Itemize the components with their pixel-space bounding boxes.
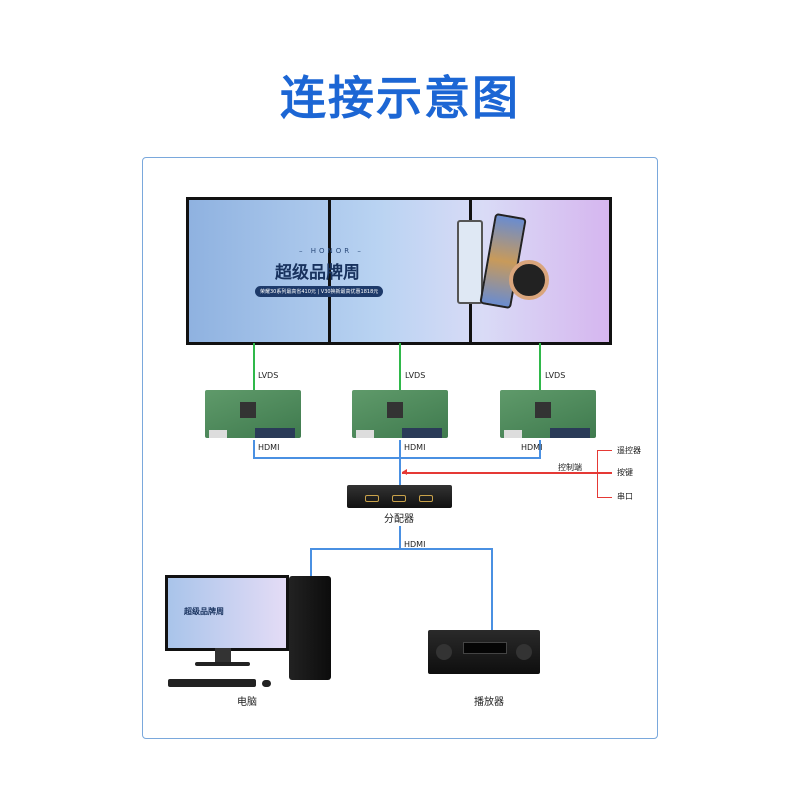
- driver-board: [500, 390, 596, 438]
- lvds-line: [539, 343, 541, 390]
- control-tick: [597, 472, 612, 474]
- lvds-line: [399, 343, 401, 390]
- hdmi-line: [253, 440, 255, 458]
- computer-tower: [289, 576, 331, 680]
- computer-monitor: 超级品牌周: [165, 575, 289, 651]
- hdmi-line: [310, 548, 312, 576]
- hdmi-splitter: [347, 485, 452, 508]
- monitor-base: [195, 662, 250, 666]
- watch-image: [509, 260, 549, 300]
- arrow-left-icon: [402, 469, 407, 475]
- hdmi-line: [539, 440, 541, 458]
- keys-label: 按键: [617, 468, 633, 477]
- remote-label: 遥控器: [617, 446, 641, 455]
- lvds-label: LVDS: [258, 371, 279, 380]
- lvds-label: LVDS: [545, 371, 566, 380]
- lvds-line: [253, 343, 255, 390]
- hdmi-line: [399, 440, 401, 485]
- diagram-frame: [142, 157, 658, 739]
- mouse: [262, 680, 271, 687]
- control-line: [402, 472, 598, 474]
- keyboard: [168, 679, 256, 687]
- page-title: 连接示意图: [280, 71, 520, 125]
- video-wall: – HONOR – 超级品牌周 荣耀30系列最高省410元 | V30换新最高优…: [186, 197, 612, 345]
- screen-divider: [328, 200, 331, 342]
- hdmi-label: HDMI: [258, 443, 280, 452]
- player-label: 播放器: [474, 697, 504, 708]
- lvds-label: LVDS: [405, 371, 426, 380]
- hdmi-label: HDMI: [404, 443, 426, 452]
- splitter-label: 分配器: [384, 514, 414, 525]
- hdmi-line: [399, 526, 401, 549]
- screen-brand: – HONOR –: [299, 247, 364, 255]
- av-player: [428, 630, 540, 674]
- monitor-screen-text: 超级品牌周: [184, 607, 224, 616]
- hdmi-line: [491, 548, 493, 630]
- control-label: 控制端: [558, 463, 582, 472]
- screen-promo: 荣耀30系列最高省410元 | V30换新最高优惠1818元: [255, 286, 384, 297]
- hdmi-bus-line: [253, 457, 541, 459]
- serial-label: 串口: [617, 492, 633, 501]
- control-bracket: [597, 450, 612, 498]
- phone-image: [457, 220, 483, 304]
- driver-board: [352, 390, 448, 438]
- hdmi-label: HDMI: [521, 443, 543, 452]
- computer-label: 电脑: [237, 697, 257, 708]
- driver-board: [205, 390, 301, 438]
- hdmi-input-line: [310, 548, 492, 550]
- screen-headline: 超级品牌周: [275, 263, 360, 283]
- monitor-stand: [215, 648, 231, 662]
- hdmi-label: HDMI: [404, 540, 426, 549]
